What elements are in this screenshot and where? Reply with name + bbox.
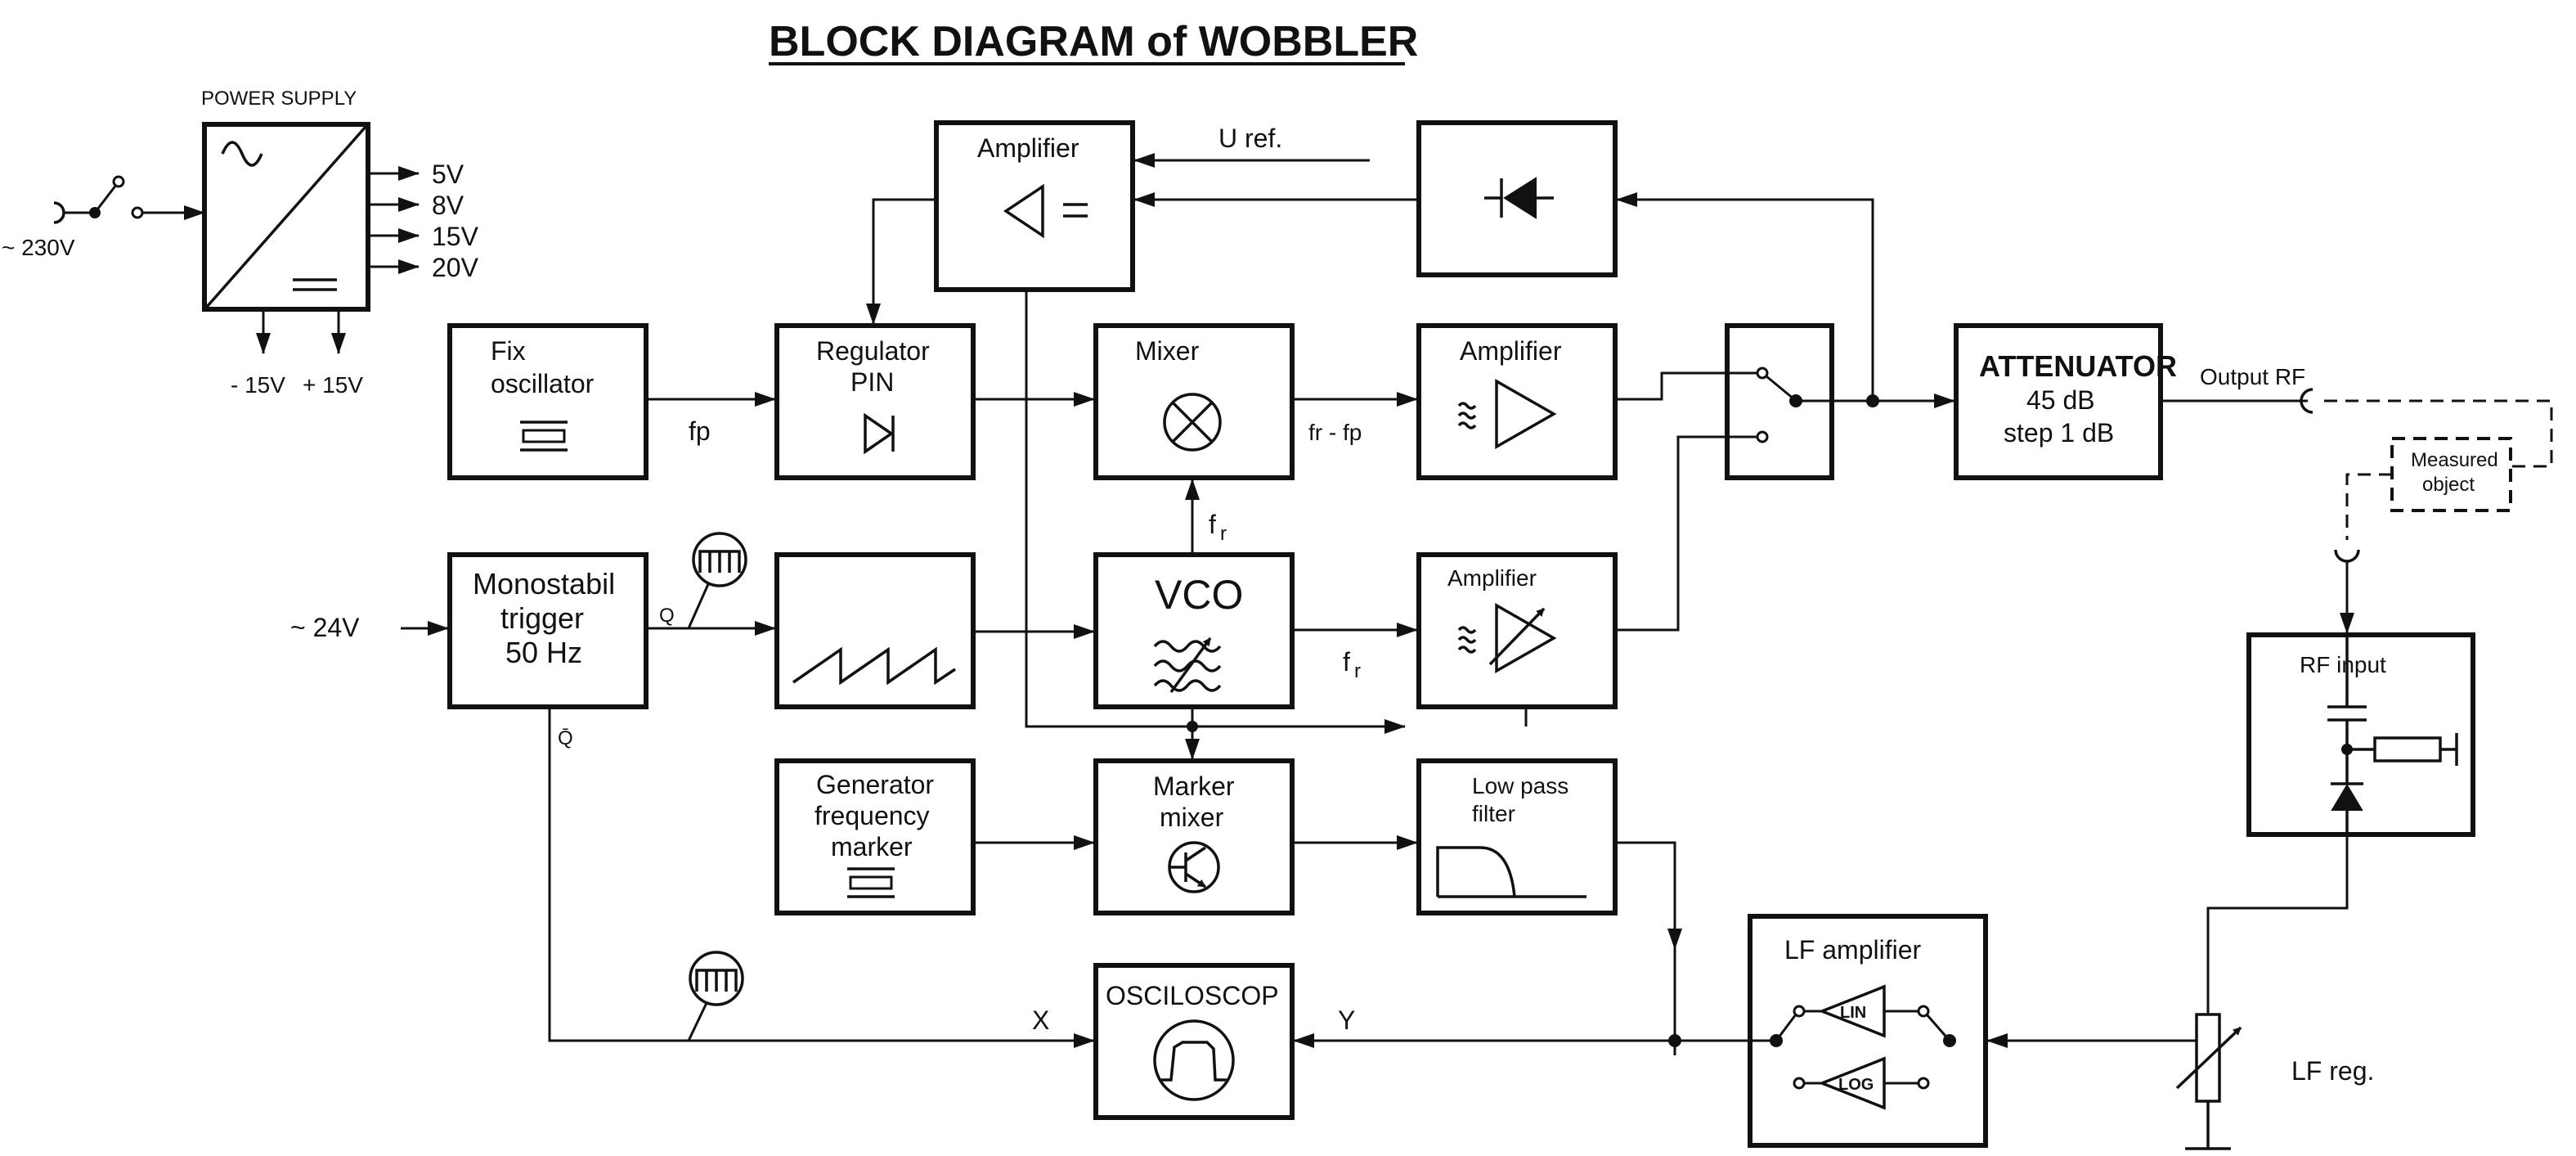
amplifier-rf-icon [1495,378,1557,450]
mixer-label: Mixer [1135,336,1200,366]
v24-label: ~ 24V [290,613,360,642]
low-pass-label-1: Low pass [1472,773,1568,798]
lf-reg-label: LF reg. [2291,1056,2374,1086]
power-supply-label: POWER SUPPLY [201,88,357,110]
generator-label-2: frequency [815,801,930,830]
fix-oscillator-label-2: oscillator [491,369,595,398]
measured-object-label-2: object [2422,474,2475,496]
vco-label: VCO [1155,572,1243,618]
lin-amp-icon [1818,984,1886,1038]
low-pass-label-2: filter [1472,801,1515,826]
fr-fp-label: fr - fp [1308,420,1362,445]
q-label: Q [659,605,675,627]
detector-block [1416,120,1618,277]
amplifier-feedback-label: Amplifier [977,133,1079,163]
marker-crystal-icon [849,875,893,890]
amplifier-rf-block: Amplifier [1416,323,1618,480]
attenuator-step: step 1 dB [2004,418,2114,448]
psu-out-20v: 20V [432,253,479,282]
output-rf-label: Output RF [2200,364,2305,389]
rf-input-connector [2334,549,2360,563]
psu-neg-15v: - 15V [231,372,285,398]
pulse-probe-qbar-icon [687,951,744,1041]
log-amp-icon [1818,1056,1886,1110]
fr-to-amp-label: f [1343,647,1350,677]
amplifier-vco-block: Amplifier [1416,552,1618,709]
scope-screen-icon [1153,1019,1235,1101]
generator-label-1: Generator [816,770,934,799]
psu-out-5v: 5V [432,160,464,189]
y-label: Y [1338,1005,1355,1035]
q-bar-label: Q̄ [558,727,573,749]
regulator-pin-block: Regulator PIN [774,323,976,480]
monostabil-trigger-block: Monostabil trigger 50 Hz [447,552,648,709]
diagram-title: BLOCK DIAGRAM of WOBBLER [769,18,1418,65]
osciloscop-block: OSCILOSCOP [1093,963,1295,1120]
fr-to-mixer-label: f [1209,510,1216,539]
pin-diode-icon [864,412,895,455]
amplifier-vco-icon [1495,602,1557,674]
regulator-label-2: PIN [850,367,894,397]
attenuator-label: ATTENUATOR [1979,349,2177,383]
lf-amplifier-label: LF amplifier [1784,935,1922,965]
measured-object-label-1: Measured [2411,449,2498,471]
low-pass-curve-icon [1436,846,1586,898]
generator-marker-block: Generator frequency marker [774,758,976,915]
rf-input-label: RF input [2300,652,2386,677]
amplifier-feedback-block: Amplifier [934,120,1135,292]
measured-object-block: Measured object [2390,437,2512,512]
low-pass-filter-block: Low pass filter [1416,758,1618,915]
fix-oscillator-label-1: Fix [491,336,526,366]
mixer-block: Mixer [1093,323,1295,480]
regulator-label-1: Regulator [816,336,930,366]
osciloscop-label: OSCILOSCOP [1106,981,1279,1010]
mains-230v-label: ~ 230V [2,235,75,260]
crystal-icon [522,429,566,443]
rf-input-block: RF input [2246,632,2475,837]
u-ref-label: U ref. [1218,124,1282,153]
wave-icon [1457,402,1477,430]
psu-out-15v: 15V [432,222,479,251]
mixer-icon [1163,393,1222,452]
lf-reg-potentiometer [2175,1013,2242,1150]
marker-mixer-label-1: Marker [1153,771,1235,801]
rf-selector-switch [1711,323,1834,480]
mains-switch: ~ 230V [2,175,205,260]
monostabil-label-3: 50 Hz [505,636,582,669]
lf-amplifier-block: LF amplifier LIN LOG [1748,914,1988,1148]
x-label: X [1032,1005,1049,1035]
generator-label-3: marker [831,832,913,861]
power-supply-block: POWER SUPPLY 5V 8V 15V 20V - 15V + 15V [201,88,479,398]
vco-block: VCO [1093,552,1295,709]
sawtooth-generator-block [774,552,976,709]
ac-wave-icon [221,141,263,167]
fr-to-amp-sub: r [1354,660,1361,682]
comparator-icon [1003,183,1044,239]
fix-oscillator-block: Fix oscillator [447,323,648,480]
marker-mixer-block: Marker mixer [1093,758,1295,915]
log-label: LOG [1838,1076,1874,1094]
lin-label: LIN [1840,1004,1866,1022]
sawtooth-icon [792,646,956,686]
monostabil-label-2: trigger [500,601,584,635]
fr-to-mixer-sub: r [1220,523,1227,545]
pulse-probe-q-icon [687,532,747,629]
fp-label: fp [689,416,711,446]
resistor-icon [2373,736,2442,762]
vco-tuning-icon [1153,640,1222,692]
psu-pos-15v: + 15V [303,372,363,398]
marker-mixer-label-2: mixer [1160,803,1224,832]
monostabil-label-1: Monostabil [473,567,615,600]
amplifier-rf-label: Amplifier [1460,336,1562,366]
attenuator-range: 45 dB [2026,385,2095,415]
attenuator-block: ATTENUATOR 45 dB step 1 dB [1954,323,2177,480]
amplifier-vco-label: Amplifier [1447,565,1537,591]
psu-out-8v: 8V [432,191,464,220]
